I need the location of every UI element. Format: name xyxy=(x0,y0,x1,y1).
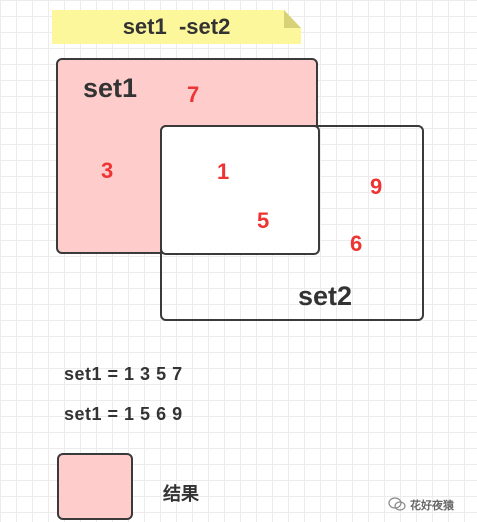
number-5: 5 xyxy=(257,208,270,233)
set1-line-2: set1 = 1 5 6 9 xyxy=(64,404,183,424)
title-banner xyxy=(52,10,301,44)
set1-label: set1 xyxy=(83,73,138,103)
set1-line-1: set1 = 1 3 5 7 xyxy=(64,364,183,384)
diagram-title: set1 -set2 xyxy=(122,14,231,39)
watermark: 花好夜猿 xyxy=(410,500,454,512)
number-9: 9 xyxy=(370,174,383,199)
number-1: 1 xyxy=(217,159,230,184)
legend-swatch xyxy=(57,453,133,520)
intersection-box xyxy=(160,125,320,255)
number-3: 3 xyxy=(101,158,114,183)
set2-label: set2 xyxy=(298,281,353,311)
wechat-icon xyxy=(388,497,406,511)
number-6: 6 xyxy=(350,231,363,256)
legend-label: 结果 xyxy=(163,484,199,504)
number-7: 7 xyxy=(187,82,200,107)
